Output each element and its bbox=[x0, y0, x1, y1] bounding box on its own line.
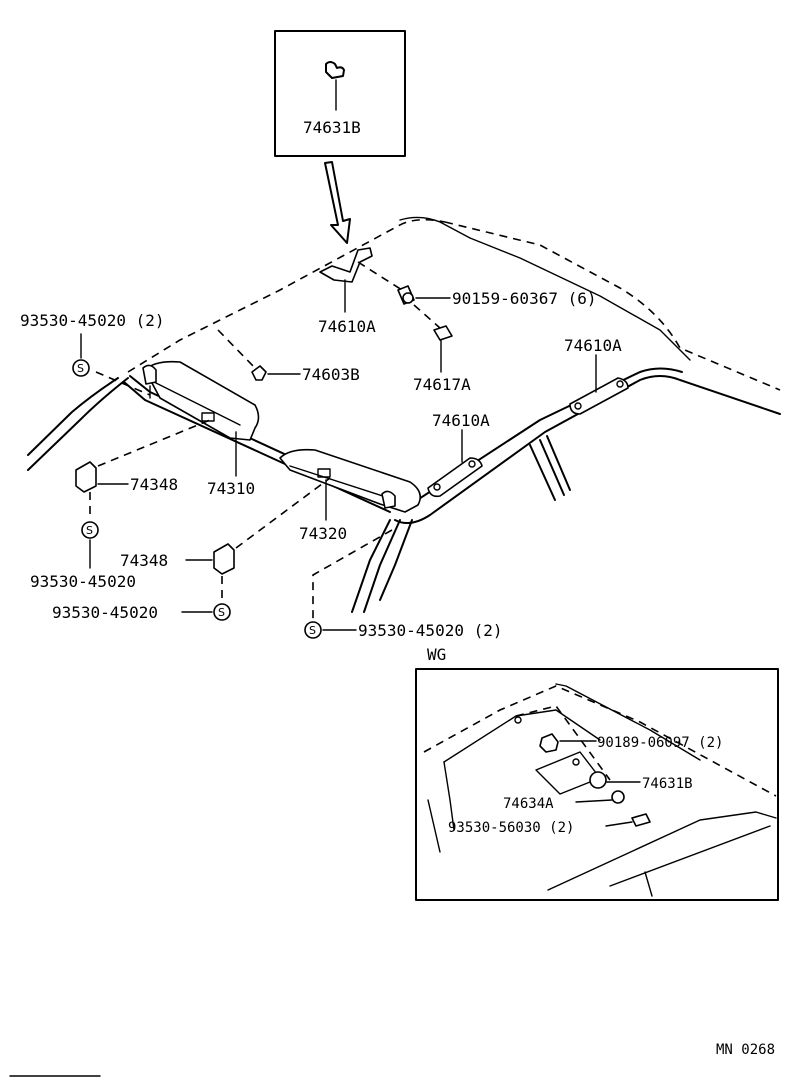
label-74310: 74310 bbox=[207, 479, 255, 498]
label-74348-1: 74348 bbox=[130, 475, 178, 494]
svg-text:S: S bbox=[86, 524, 93, 537]
sun-visor-74320 bbox=[279, 448, 421, 513]
screw-symbol-2: S bbox=[81, 521, 99, 539]
leader-lines bbox=[80, 279, 597, 631]
bracket-74610a-right bbox=[569, 377, 629, 415]
label-74634a: 74634A bbox=[503, 796, 554, 812]
label-74348-2: 74348 bbox=[120, 551, 168, 570]
label-74320: 74320 bbox=[299, 524, 347, 543]
roof-outline bbox=[27, 216, 781, 613]
part-74631b-wg bbox=[589, 771, 607, 789]
svg-text:S: S bbox=[309, 624, 316, 637]
screw-symbol-3: S bbox=[213, 603, 231, 621]
bracket-74610a-mid bbox=[427, 457, 483, 498]
label-93530-45020-2-left: 93530-45020 (2) bbox=[20, 311, 165, 330]
part-90189-06097 bbox=[539, 733, 559, 753]
label-74631b-top: 74631B bbox=[303, 118, 361, 137]
bolt-90159 bbox=[397, 285, 415, 305]
label-90159-60367: 90159-60367 (6) bbox=[452, 289, 597, 308]
label-90189-06097: 90189-06097 (2) bbox=[597, 735, 723, 751]
label-93530-45020-b: 93530-45020 bbox=[52, 603, 158, 622]
part-93530-56030 bbox=[631, 813, 651, 827]
svg-text:S: S bbox=[218, 606, 225, 619]
label-93530-45020-a: 93530-45020 bbox=[30, 572, 136, 591]
dashed-connectors bbox=[89, 261, 441, 620]
inset-box-top: 74631B bbox=[274, 30, 406, 244]
label-74610a-3: 74610A bbox=[564, 336, 622, 355]
pin-74603b bbox=[251, 365, 267, 381]
label-93530-45020-2-bottom: 93530-45020 (2) bbox=[358, 621, 503, 640]
sun-visor-74310 bbox=[142, 360, 260, 441]
part-74634a bbox=[611, 790, 625, 804]
screw-symbol-1: S bbox=[72, 359, 90, 377]
holder-74348-b bbox=[213, 543, 235, 575]
label-93530-56030: 93530-56030 (2) bbox=[448, 820, 574, 836]
label-74610a-2: 74610A bbox=[432, 411, 490, 430]
svg-text:S: S bbox=[77, 362, 84, 375]
bracket-74610a-upper bbox=[319, 247, 373, 283]
label-74631b-wg: 74631B bbox=[642, 776, 693, 792]
label-74617a: 74617A bbox=[413, 375, 471, 394]
label-74610a-1: 74610A bbox=[318, 317, 376, 336]
clip-74617a bbox=[433, 325, 453, 341]
footer-code: MN 0268 bbox=[716, 1042, 775, 1058]
screw-symbol-4: S bbox=[304, 621, 322, 639]
holder-74348-a bbox=[75, 461, 97, 493]
label-wg: WG bbox=[427, 645, 446, 664]
wg-inset: WG 90189-06097 (2) 74631B 74634A 93530-5… bbox=[415, 645, 779, 901]
label-74603b: 74603B bbox=[302, 365, 360, 384]
